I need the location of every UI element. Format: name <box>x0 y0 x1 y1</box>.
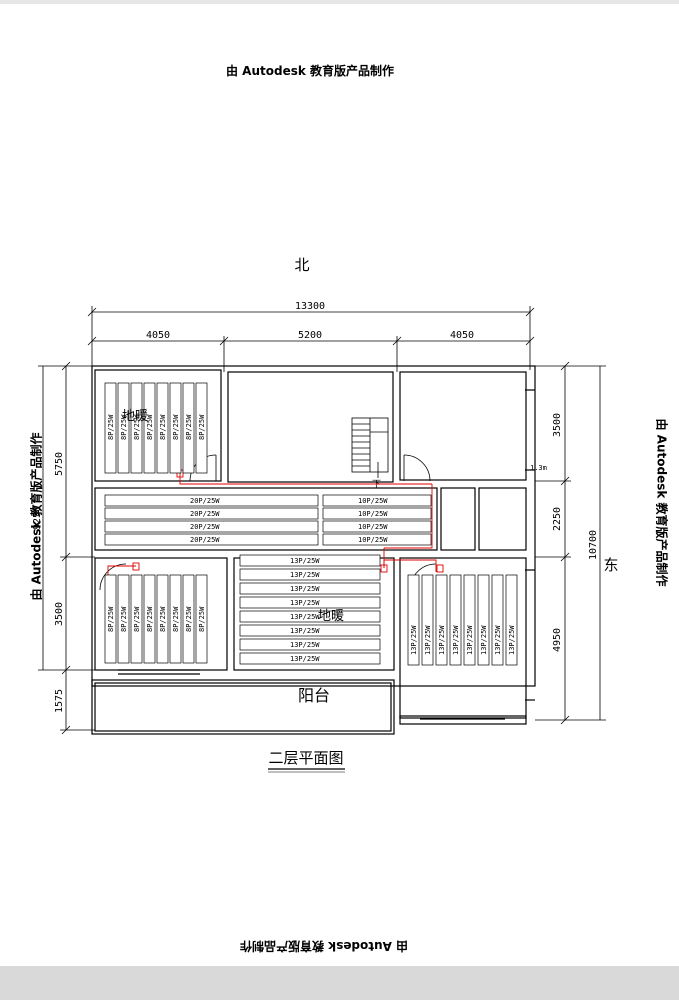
bottom-strip <box>0 966 679 1000</box>
radiator-label: 20P/25W <box>190 510 220 518</box>
radiator-label: 10P/25W <box>358 523 388 531</box>
radiator-label: 8P/25W <box>107 414 115 440</box>
radiator-label: 8P/25W <box>172 606 180 632</box>
radiator-label: 13P/25W <box>290 613 320 621</box>
radiator-label: 8P/25W <box>198 414 206 440</box>
top-strip <box>0 0 679 4</box>
radiator-label: 13P/25W <box>466 625 474 655</box>
radiator-label: 13P/25W <box>290 557 320 565</box>
radiator-label: 8P/25W <box>185 606 193 632</box>
radiator-label: 20P/25W <box>190 497 220 505</box>
radiators-bottom-left: 8P/25W 8P/25W 8P/25W 8P/25W 8P/25W 8P/25… <box>104 574 208 664</box>
radiator-label: 13P/25W <box>508 625 516 655</box>
radiator-label: 13P/25W <box>494 625 502 655</box>
radiator-label: 13P/25W <box>424 625 432 655</box>
walls <box>91 365 536 735</box>
radiator-label: 20P/25W <box>190 523 220 531</box>
radiator-label: 8P/25W <box>146 414 154 440</box>
dim-left-1: 5750 <box>54 452 65 476</box>
watermark-top: 由 Autodesk 教育版产品制作 <box>226 64 395 78</box>
radiators-bottom-right: 13P/25W 13P/25W 13P/25W 13P/25W 13P/25W … <box>407 574 518 666</box>
radiator-label: 8P/25W <box>146 606 154 632</box>
stair <box>351 417 389 478</box>
radiator-label: 8P/25W <box>120 606 128 632</box>
radiators-top-left: 8P/25W 8P/25W 8P/25W 8P/25W 8P/25W 8P/25… <box>104 382 208 474</box>
north-label: 北 <box>294 256 309 274</box>
heating-label-center: 地暖 <box>318 609 344 624</box>
dim-top-middle: 5200 <box>298 330 322 341</box>
dim-left-3: 1575 <box>54 689 65 713</box>
pipes <box>107 469 444 576</box>
radiator-label: 13P/25W <box>438 625 446 655</box>
radiator-label: 20P/25W <box>190 536 220 544</box>
radiators-corridor: 20P/25W 20P/25W 20P/25W 20P/25W 10P/25W … <box>104 494 432 546</box>
radiator-label: 13P/25W <box>452 625 460 655</box>
dim-left-2: 3500 <box>54 602 65 626</box>
dim-right-outer: 10700 <box>588 530 599 560</box>
radiator-label: 8P/25W <box>198 606 206 632</box>
radiator-label: 13P/25W <box>480 625 488 655</box>
dim-top-left: 4050 <box>146 330 170 341</box>
radiator-label: 8P/25W <box>133 606 141 632</box>
radiator-label: 13P/25W <box>290 599 320 607</box>
plan-title: 二层平面图 <box>268 749 343 767</box>
dim-overall-width: 13300 <box>295 301 325 312</box>
dimension-lines <box>38 306 606 735</box>
radiator-label: 10P/25W <box>358 536 388 544</box>
dim-right-3: 4950 <box>552 628 563 652</box>
dim-right-2: 2250 <box>552 507 563 531</box>
balcony-label: 阳台 <box>298 686 330 705</box>
dim-left-outer: 9250 <box>32 506 43 530</box>
radiator-label: 10P/25W <box>358 497 388 505</box>
radiator-label: 8P/25W <box>172 414 180 440</box>
radiator-label: 8P/25W <box>107 606 115 632</box>
radiator-label: 13P/25W <box>410 625 418 655</box>
dim-top-right: 4050 <box>450 330 474 341</box>
radiator-label: 10P/25W <box>358 510 388 518</box>
radiator-label: 8P/25W <box>159 606 167 632</box>
radiator-label: 13P/25W <box>290 571 320 579</box>
radiator-label: 8P/25W <box>133 414 141 440</box>
east-label: 东 <box>603 556 618 574</box>
stair-down-label: 下 <box>372 480 381 490</box>
radiators-center: 13P/25W 13P/25W 13P/25W 13P/25W 13P/25W … <box>239 554 381 665</box>
radiator-label: 13P/25W <box>290 655 320 663</box>
radiator-label: 8P/25W <box>159 414 167 440</box>
radiator-label: 13P/25W <box>290 641 320 649</box>
radiator-label: 13P/25W <box>290 627 320 635</box>
small-note: 1.3m <box>530 464 547 472</box>
radiator-label: 8P/25W <box>120 414 128 440</box>
radiator-label: 8P/25W <box>185 414 193 440</box>
dim-right-1: 3500 <box>552 413 563 437</box>
heating-label-top-left: 地暖 <box>122 409 148 424</box>
radiator-label: 13P/25W <box>290 585 320 593</box>
